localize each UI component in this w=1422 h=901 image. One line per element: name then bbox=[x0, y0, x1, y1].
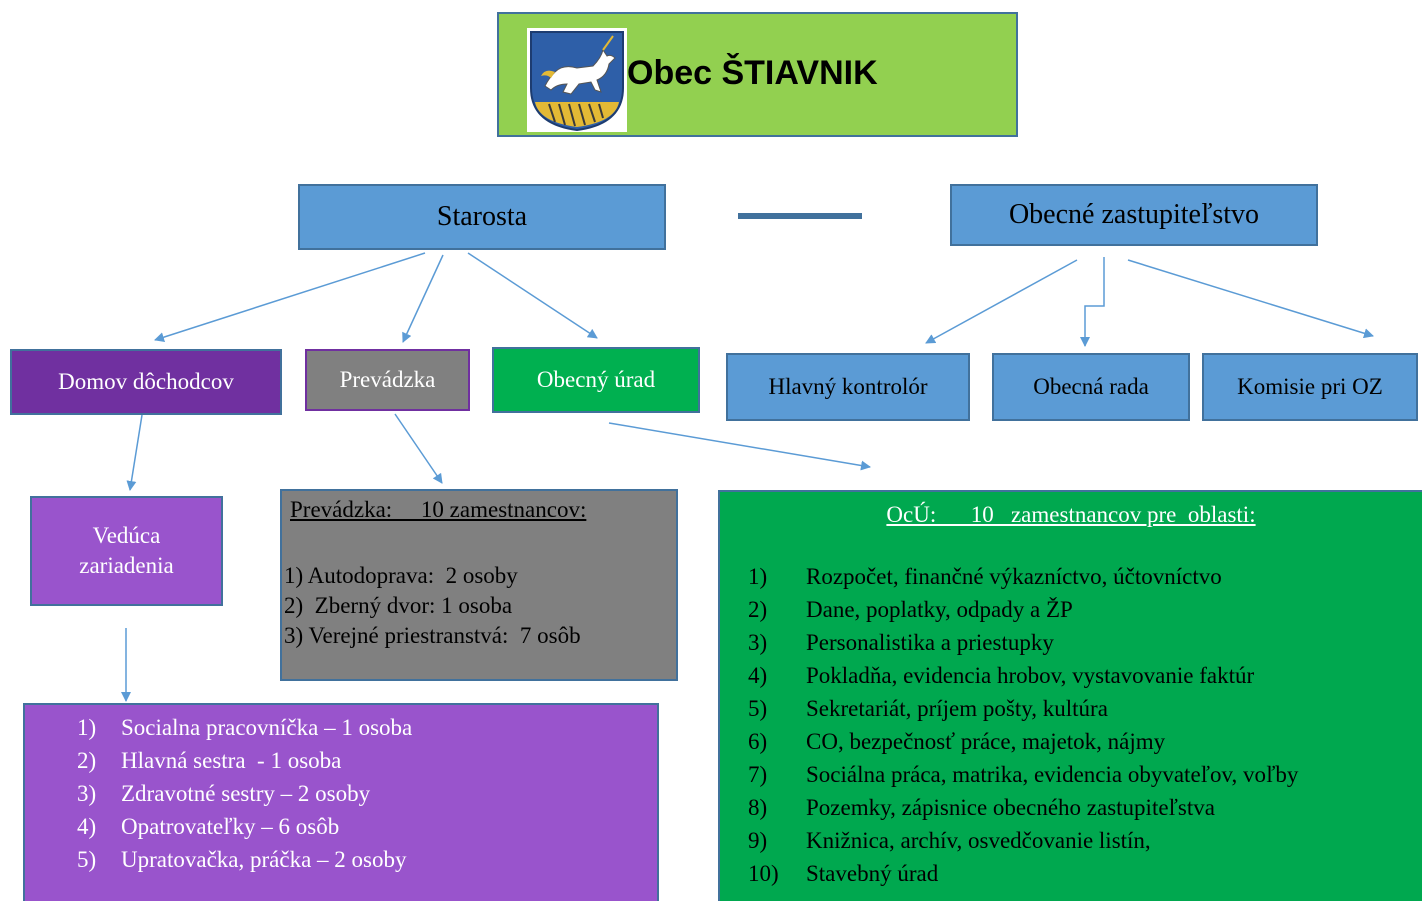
list-item: 1) Autodoprava: 2 osoby bbox=[284, 563, 518, 588]
item-number: 4) bbox=[748, 663, 768, 688]
title-banner: Obec ŠTIAVNIK bbox=[497, 12, 1018, 137]
ocu-detail-list: 1) Rozpočet, finančné výkazníctvo, účtovn… bbox=[748, 560, 1298, 890]
domov-staff-list: 1) Socialna pracovníčka – 1 osoba 2) Hlavn… bbox=[77, 711, 412, 876]
node-obecne-zastupitelstvo: Obecné zastupiteľstvo bbox=[950, 184, 1318, 246]
item-number: 6) bbox=[748, 729, 768, 754]
list-item: 9) Knižnica, archív, osvedčovanie listín, bbox=[748, 824, 1298, 857]
item-text: CO, bezpečnosť práce, majetok, nájmy bbox=[806, 729, 1166, 754]
list-item: 5) Upratovačka, práčka – 2 osoby bbox=[77, 843, 412, 876]
arrow-oz-rada bbox=[1080, 257, 1105, 347]
list-item: 10) Stavebný úrad bbox=[748, 857, 1298, 890]
node-domov-dochodcov: Domov dôchodcov bbox=[10, 349, 282, 415]
list-item: 3) Personalistika a priestupky bbox=[748, 626, 1298, 659]
coat-of-arms-icon bbox=[527, 28, 627, 132]
item-number: 5) bbox=[77, 847, 97, 872]
item-text: Pokladňa, evidencia hrobov, vystavovanie… bbox=[806, 663, 1255, 688]
list-item: 5) Sekretariát, príjem pošty, kultúra bbox=[748, 692, 1298, 725]
item-text: Knižnica, archív, osvedčovanie listín, bbox=[806, 828, 1151, 853]
arrow-oz-kontrolor bbox=[925, 259, 1078, 344]
item-text: Stavebný úrad bbox=[806, 861, 939, 886]
node-komisie: Komisie pri OZ bbox=[1202, 353, 1418, 421]
prevadzka-detail-box: Prevádzka: 10 zamestnancov: 1) Autodopra… bbox=[280, 489, 678, 681]
arrow-domov-veduca bbox=[126, 414, 143, 491]
arrow-urad-ocu bbox=[608, 422, 871, 471]
item-text: Socialna pracovníčka – 1 osoba bbox=[121, 715, 413, 740]
item-text: Sekretariát, príjem pošty, kultúra bbox=[806, 696, 1108, 721]
item-text: Pozemky, zápisnice obecného zastupiteľst… bbox=[806, 795, 1215, 820]
item-text: Personalistika a priestupky bbox=[806, 630, 1054, 655]
list-item: 2) Hlavná sestra - 1 osoba bbox=[77, 744, 412, 777]
page-title: Obec ŠTIAVNIK bbox=[627, 54, 878, 92]
list-item: 2) Dane, poplatky, odpady a ŽP bbox=[748, 593, 1298, 626]
list-item: 3) Zdravotné sestry – 2 osoby bbox=[77, 777, 412, 810]
list-item: 6) CO, bezpečnosť práce, majetok, nájmy bbox=[748, 725, 1298, 758]
item-number: 1) bbox=[77, 715, 97, 740]
list-item: 4) Pokladňa, evidencia hrobov, vystavovan… bbox=[748, 659, 1298, 692]
item-text: Hlavná sestra - 1 osoba bbox=[121, 748, 342, 773]
item-number: 4) bbox=[77, 814, 97, 839]
item-number: 9) bbox=[748, 828, 768, 853]
list-item: 1) Socialna pracovníčka – 1 osoba bbox=[77, 711, 412, 744]
list-item: 7) Sociálna práca, matrika, evidencia oby… bbox=[748, 758, 1298, 791]
ocu-detail-box: OcÚ: 10 zamestnancov pre oblasti: 1) Rozp… bbox=[718, 490, 1422, 901]
veduca-label: Vedúca zariadenia bbox=[79, 523, 174, 578]
node-hlavny-kontrolor: Hlavný kontrolór bbox=[726, 353, 970, 421]
item-text: Opatrovateľky – 6 osôb bbox=[121, 814, 340, 839]
arrow-oz-komisie bbox=[1127, 259, 1374, 339]
item-number: 2) bbox=[77, 748, 97, 773]
node-starosta: Starosta bbox=[298, 184, 666, 250]
item-text: Sociálna práca, matrika, evidencia obyva… bbox=[806, 762, 1299, 787]
item-text: Dane, poplatky, odpady a ŽP bbox=[806, 597, 1073, 622]
ocu-detail-header: OcÚ: 10 zamestnancov pre oblasti: bbox=[886, 502, 1256, 527]
node-prevadzka: Prevádzka bbox=[305, 349, 470, 411]
item-text: Zdravotné sestry – 2 osoby bbox=[121, 781, 371, 806]
list-item: 4) Opatrovateľky – 6 osôb bbox=[77, 810, 412, 843]
domov-staff-box: 1) Socialna pracovníčka – 1 osoba 2) Hlavn… bbox=[23, 703, 659, 901]
node-obecny-urad: Obecný úrad bbox=[492, 347, 700, 413]
arrow-starosta-prevadzka bbox=[402, 254, 444, 343]
arrow-prevadzka-detail bbox=[394, 413, 443, 484]
item-number: 10) bbox=[748, 861, 779, 886]
prevadzka-detail-header: Prevádzka: 10 zamestnancov: bbox=[290, 497, 587, 522]
item-number: 8) bbox=[748, 795, 768, 820]
item-text: Upratovačka, práčka – 2 osoby bbox=[121, 847, 407, 872]
node-obecna-rada: Obecná rada bbox=[992, 353, 1190, 421]
arrow-starosta-urad bbox=[467, 252, 598, 339]
list-item: 8) Pozemky, zápisnice obecného zastupiteľ… bbox=[748, 791, 1298, 824]
item-number: 7) bbox=[748, 762, 768, 787]
item-number: 3) bbox=[77, 781, 97, 806]
item-number: 1) bbox=[748, 564, 768, 589]
list-item: 1) Rozpočet, finančné výkazníctvo, účtovn… bbox=[748, 560, 1298, 593]
item-number: 5) bbox=[748, 696, 768, 721]
list-item: 2) Zberný dvor: 1 osoba bbox=[284, 593, 513, 618]
prevadzka-detail-list: 1) Autodoprava: 2 osoby 2) Zberný dvor: … bbox=[284, 561, 581, 651]
item-number: 3) bbox=[748, 630, 768, 655]
item-text: Rozpočet, finančné výkazníctvo, účtovníc… bbox=[806, 564, 1222, 589]
list-item: 3) Verejné priestranstvá: 7 osôb bbox=[284, 623, 581, 648]
item-number: 2) bbox=[748, 597, 768, 622]
node-veduca-zariadenia: Vedúca zariadenia bbox=[30, 496, 223, 606]
arrow-starosta-domov bbox=[154, 252, 426, 342]
